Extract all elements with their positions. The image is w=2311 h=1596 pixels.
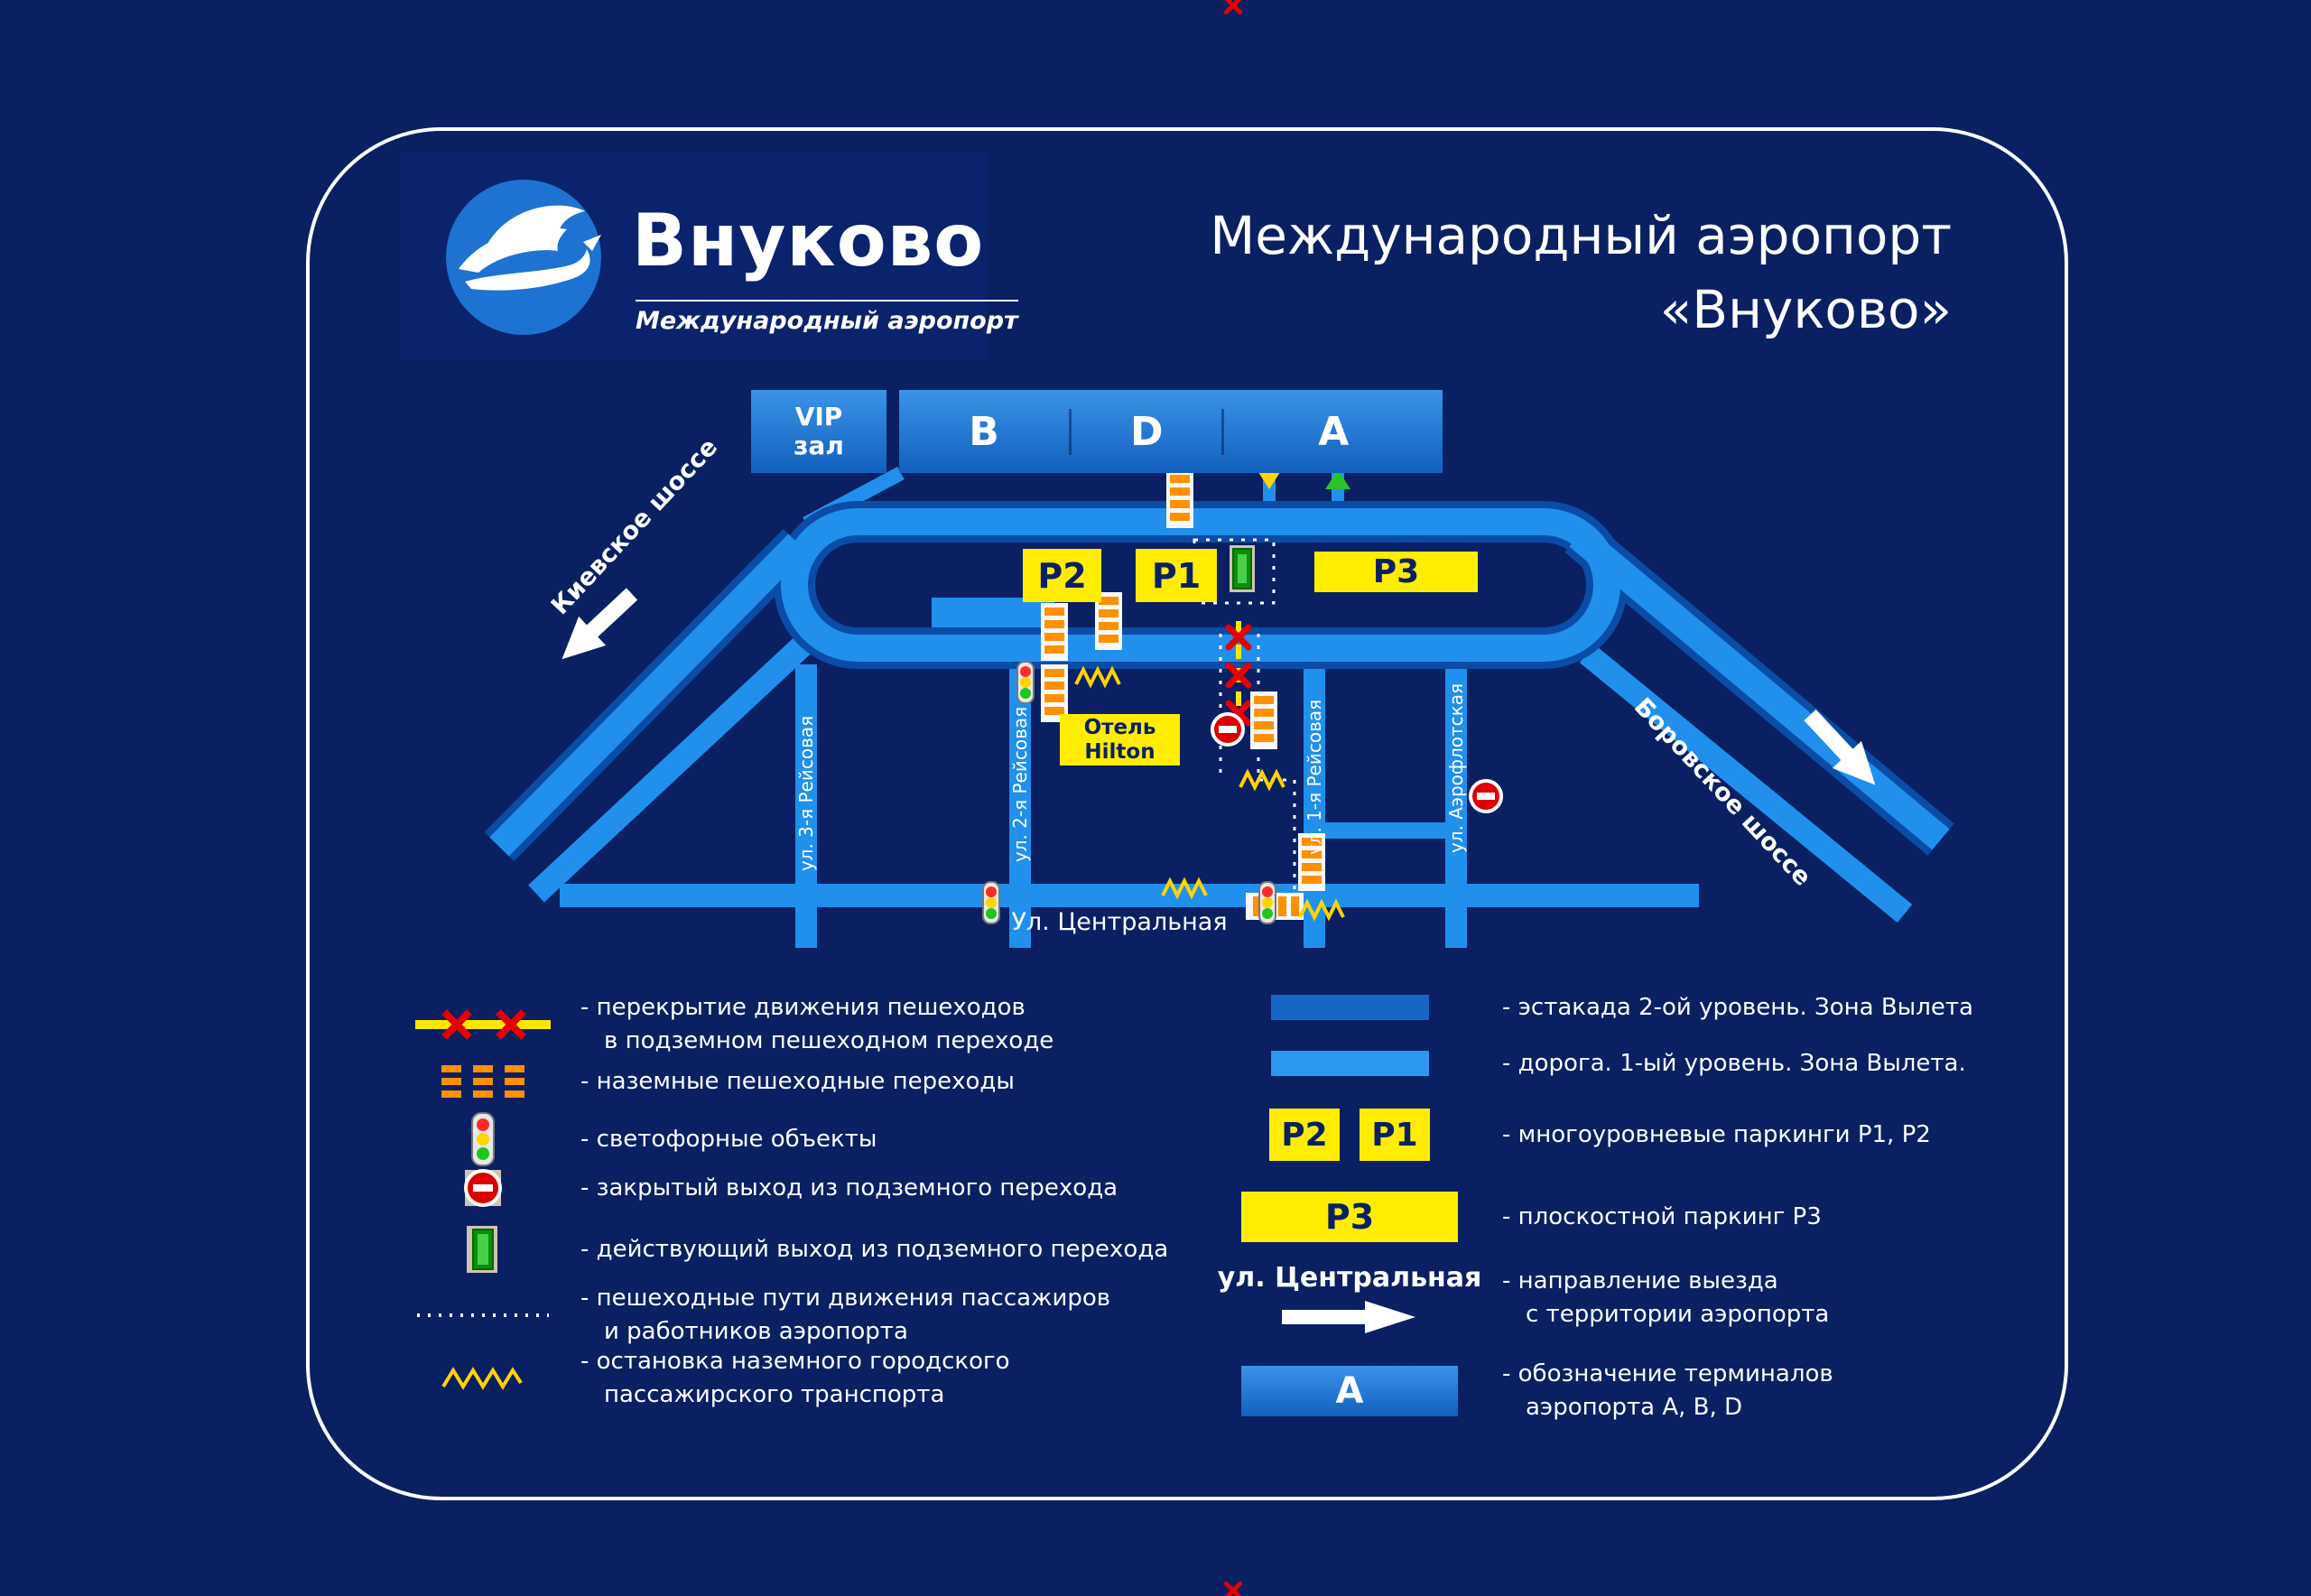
hotel-label-line1: Отель <box>1083 716 1156 740</box>
bus-stop-icon <box>411 1365 555 1392</box>
legend-text: - многоуровневые паркинги P1, P2 <box>1502 1120 1931 1148</box>
vip-label-line1: VIP <box>794 401 843 431</box>
legend-text: - перекрытие движения пешеходов <box>580 994 1026 1021</box>
parking-p3-box: P3 <box>1314 552 1478 592</box>
legend-item-bus-stop: - остановка наземного городского пассажи… <box>411 1345 1010 1412</box>
exit-direction-arrow-icon <box>1282 1301 1415 1333</box>
pedestrian-path-icon <box>411 1310 555 1321</box>
street-label-reisovaya1: ул. 1-я Рейсовая <box>1304 699 1325 856</box>
edge-artifact-mark <box>1226 1583 1239 1596</box>
legend-item-road: - дорога. 1-ый уровень. Зона Вылета. <box>1219 1047 1966 1081</box>
terminal-entrance-marker-up <box>1325 469 1350 489</box>
legend-text: и работников аэропорта <box>604 1317 908 1345</box>
street-label-aeroflotskaya: ул. Аэрофлотская <box>1445 682 1467 854</box>
legend-item-pedestrian-path: - пешеходные пути движения пассажиров и … <box>411 1282 1110 1349</box>
street-label-reisovaya2: ул. 2-я Рейсовая <box>1009 706 1031 863</box>
street-label-reisovaya3: ул. 3-я Рейсовая <box>795 715 817 872</box>
legend-text: - направление выезда <box>1502 1267 1778 1294</box>
legend-text: - дорога. 1-ый уровень. Зона Вылета. <box>1502 1050 1966 1077</box>
legend-text: - обозначение терминалов <box>1502 1360 1833 1387</box>
vip-hall-block: VIP зал <box>751 390 886 473</box>
legend-text: пассажирского транспорта <box>604 1380 945 1408</box>
hotel-hilton-box: Отель Hilton <box>1060 714 1180 766</box>
traffic-light-icon <box>982 881 1000 924</box>
legend-item-closed-underpass: - перекрытие движения пешеходов в подзем… <box>411 991 1053 1058</box>
crosswalk-icon <box>1166 470 1193 528</box>
legend-item-multilevel-parking: P2 P1 - многоуровневые паркинги P1, P2 <box>1219 1109 1931 1161</box>
legend-item-flat-parking: P3 - плоскостной паркинг P3 <box>1219 1192 1822 1242</box>
pegasus-logo-icon <box>446 180 601 335</box>
estakada-bar-icon <box>1270 995 1429 1021</box>
crosswalk-icon <box>1250 691 1277 749</box>
vip-label-line2: зал <box>794 431 844 460</box>
terminal-a: A <box>1221 408 1443 455</box>
page-title-line2: «Внуково» <box>1659 279 1952 341</box>
parking-p1-box: P1 <box>1136 549 1217 602</box>
legend-item-closed-exit: - закрытый выход из подземного перехода <box>411 1165 1118 1211</box>
logo-subtitle: Международный аэропорт <box>636 300 1018 335</box>
crosswalk-icon <box>1041 603 1068 661</box>
hotel-label-line2: Hilton <box>1084 739 1156 764</box>
active-exit-icon <box>411 1222 555 1276</box>
parking-p2-box: P2 <box>1023 549 1101 602</box>
active-exit-icon <box>1229 544 1256 593</box>
legend-text: - остановка наземного городского <box>580 1348 1010 1375</box>
central-street-legend-label: ул. Центральная <box>1217 1262 1482 1294</box>
page-title-line1: Международный аэропорт <box>1210 205 1952 266</box>
edge-artifact-mark <box>1226 0 1239 13</box>
legend-text: - наземные пешеходные переходы <box>580 1067 1015 1095</box>
estakada-road <box>489 508 1950 857</box>
legend-text: - плоскостной паркинг P3 <box>1502 1202 1822 1230</box>
road-bar-icon <box>1270 1051 1429 1077</box>
terminal-entrance-marker-down <box>1257 469 1282 489</box>
legend-text: - закрытый выход из подземного перехода <box>580 1174 1118 1202</box>
legend-item-terminal-designation: A - обозначение терминалов аэропорта A, … <box>1219 1358 1833 1424</box>
closed-underpass-crossing-icon <box>411 1006 555 1044</box>
closed-underpass-barrier <box>1229 621 1248 728</box>
terminal-legend-box: A <box>1241 1365 1458 1416</box>
bus-stop-icon <box>1074 668 1121 686</box>
parking-p3-legend-box: P3 <box>1241 1192 1458 1242</box>
legend-text: с территории аэропорта <box>1526 1300 1830 1328</box>
legend-text: - светофорные объекты <box>580 1125 877 1153</box>
closed-exit-icon <box>411 1165 555 1211</box>
legend-text: - пешеходные пути движения пассажиров <box>580 1285 1111 1312</box>
legend-text: в подземном пешеходном переходе <box>604 1026 1054 1054</box>
legend-item-active-exit: - действующий выход из подземного перехо… <box>411 1222 1168 1276</box>
terminal-building: B D A <box>899 390 1443 473</box>
legend-item-ground-crosswalk: - наземные пешеходные переходы <box>411 1063 1015 1100</box>
legend-text: аэропорта A, B, D <box>1526 1393 1743 1421</box>
first-level-roads <box>528 466 1913 948</box>
legend-text: - действующий выход из подземного перехо… <box>580 1235 1169 1263</box>
legend-item-exit-direction: ул. Центральная - направление выезда с т… <box>1217 1262 1830 1333</box>
traffic-light-icon <box>411 1110 555 1168</box>
terminal-b: B <box>969 408 999 455</box>
legend-item-estakada: - эстакада 2-ой уровень. Зона Вылета <box>1219 991 1973 1025</box>
parking-p2-legend-box: P2 <box>1269 1109 1340 1161</box>
ground-crosswalk-icon <box>411 1063 555 1100</box>
street-label-central: Ул. Центральная <box>1011 908 1228 936</box>
closed-exit-icon <box>1469 779 1503 813</box>
closed-exit-icon <box>1211 712 1245 747</box>
traffic-light-icon <box>1258 881 1276 924</box>
legend-text: - эстакада 2-ой уровень. Зона Вылета <box>1502 994 1973 1021</box>
page-title: Международный аэропорт «Внуково» <box>993 199 1952 348</box>
legend-item-traffic-light: - светофорные объекты <box>411 1110 877 1168</box>
terminal-d: D <box>1069 408 1221 455</box>
logo-name: Внуково <box>632 199 985 283</box>
parking-p1-legend-box: P1 <box>1360 1109 1430 1161</box>
